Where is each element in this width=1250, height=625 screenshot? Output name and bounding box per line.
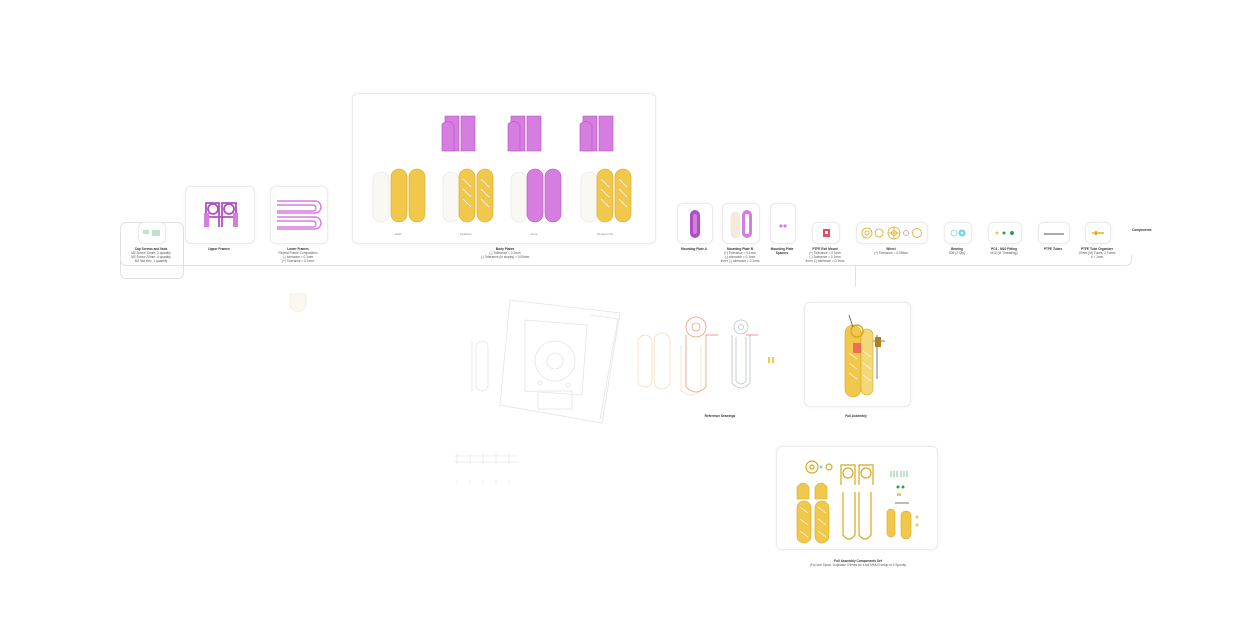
mounting-spacers-label: Mounting Plate Spacers [770, 247, 794, 255]
pc4-fitting-card[interactable] [988, 222, 1022, 244]
variant-fung: Fung [530, 232, 538, 236]
components-set-label: Full Assembly Components Set (For one Sp… [809, 559, 907, 567]
components-heading: Components [1132, 228, 1152, 232]
wheel-drawing [861, 226, 922, 240]
full-assembly-drawing [844, 314, 885, 398]
full-assembly-label: Full Assembly [845, 414, 867, 418]
assembly-connector [855, 265, 856, 287]
ptfe-exit-mount-label: PTFE Exit Mount (+) Tolerance = 0.1mm (-… [805, 247, 845, 263]
variant-solid: Solid [394, 232, 402, 236]
pc4-drawing [995, 231, 1014, 235]
body-plates-card[interactable]: Solid Feathers Fung Honeycomb [352, 93, 656, 244]
screws-icon [143, 230, 160, 236]
lower-frames-label: Lower Frames Repeat Frame Composition (-… [278, 247, 318, 263]
ptfe-tubes-label: PTFE Tubes [1043, 247, 1063, 251]
ptfe-exit-mount-card[interactable] [812, 222, 840, 244]
ruler-sketch [454, 454, 518, 484]
components-set-card[interactable] [776, 446, 938, 550]
upper-frames-card[interactable] [185, 186, 255, 244]
upper-frames-label: Upper Frames [208, 247, 230, 251]
body-plates-label: Body Plates (-) Tolerance = 0.1mm (-) To… [480, 247, 530, 259]
components-set-drawing [796, 460, 919, 544]
reference-drawings-label: Reference Drawings [704, 414, 736, 418]
mounting-plate-a-label: Mounting Plate A [681, 247, 707, 251]
mounting-plate-a-card[interactable] [677, 203, 713, 244]
bearing-drawing [950, 229, 966, 237]
mounting-plate-b-label: Mounting Plate B (+) Tolerance = 0.1mm (… [720, 247, 760, 263]
wheel-card[interactable] [856, 222, 928, 244]
ptfe-mount-drawing [823, 229, 830, 237]
faint-cup-sketch [289, 293, 307, 313]
pc4-fitting-label: PC4 - M10 Fitting M10 (M Threading) [990, 247, 1018, 255]
spacers-drawing [779, 224, 787, 228]
technical-drawing-sketch [471, 299, 621, 424]
reference-drawings [637, 316, 774, 396]
mounting-plate-a-drawing [690, 210, 700, 238]
ptfe-organizer-card[interactable] [1085, 222, 1111, 244]
ptfe-organizer-label: PTFE Tube Organizer 10mm (M) Tubes, 2 Tu… [1078, 247, 1116, 259]
cap-screws-label: Cap Screws and Nuts M2 Screw 10mm, 2 qua… [131, 247, 171, 263]
mounting-spacers-card[interactable] [770, 203, 796, 244]
ptfe-tubes-card[interactable] [1038, 222, 1070, 244]
cap-screws-card[interactable] [138, 222, 166, 244]
upper-frames-drawing [204, 202, 238, 227]
bearing-label: Bearing 608 (2 Qty) [949, 247, 965, 255]
body-plates-drawing [372, 115, 632, 223]
full-assembly-card[interactable] [804, 302, 911, 407]
lower-frames-card[interactable] [270, 186, 328, 244]
wheel-label: Wheel (+) Tolerance = 0.05mm [874, 247, 908, 255]
variant-honeycomb: Honeycomb [596, 232, 613, 236]
variant-feathers: Feathers [460, 232, 472, 236]
bearing-card[interactable] [944, 222, 972, 244]
lower-frames-drawing [277, 200, 322, 230]
mounting-plate-b-drawing [730, 210, 752, 239]
mounting-plate-b-card[interactable] [722, 203, 760, 244]
organizer-drawing [1092, 231, 1104, 235]
ptfe-tube-drawing [1044, 233, 1064, 235]
